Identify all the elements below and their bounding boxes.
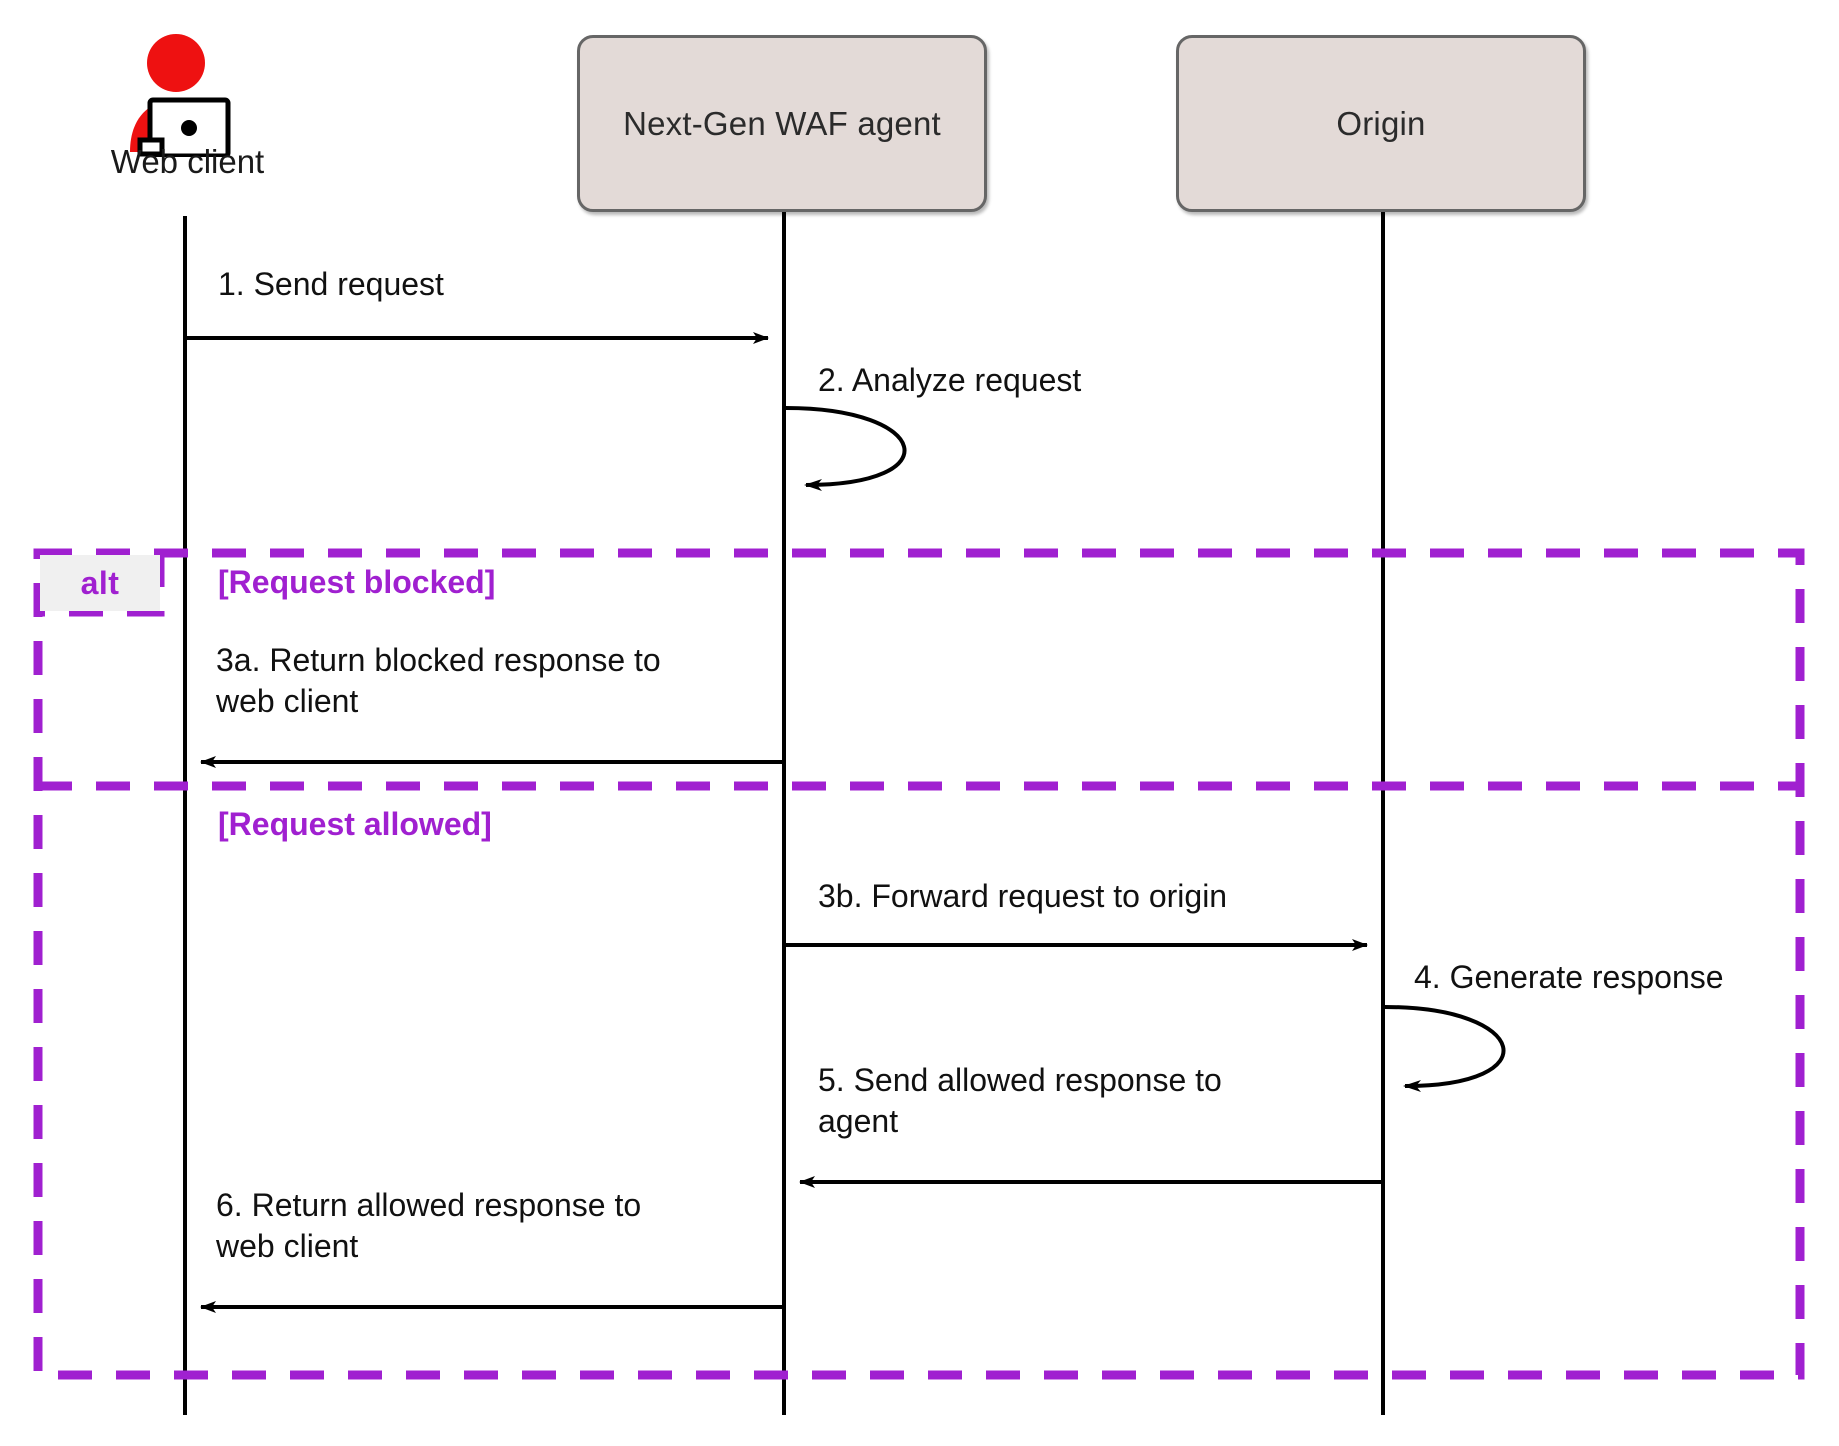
- message-arrow-2-self-loop: [785, 406, 907, 491]
- person-with-laptop-icon: [130, 34, 231, 157]
- alt-operator-label: alt: [80, 564, 120, 601]
- alt-fragment-outline: [33, 548, 1805, 1380]
- participant-label-waf-agent: Next-Gen WAF agent: [623, 104, 941, 142]
- message-label-5-line2: agent: [818, 1102, 899, 1139]
- message-label-3a-line1: 3a. Return blocked response to: [216, 642, 661, 678]
- message-label-1: 1. Send request: [218, 266, 444, 302]
- message-label-2: 2. Analyze request: [818, 362, 1082, 398]
- participant-label-web-client: Web client: [110, 143, 265, 180]
- message-label-3a: 3a. Return blocked response to web clien…: [216, 640, 746, 722]
- alt-operator-tag: alt: [40, 555, 160, 611]
- message-label-6-line1: 6. Return allowed response to: [216, 1187, 642, 1223]
- alt-guard-request-allowed: [Request allowed]: [218, 806, 492, 842]
- lifelines: [183, 212, 1385, 1415]
- message-label-5: 5. Send allowed response to agent: [818, 1060, 1338, 1142]
- message-label-3a-line2: web client: [216, 682, 359, 719]
- alt-guard-request-blocked: [Request blocked]: [218, 564, 496, 600]
- message-label-6-line2: web client: [216, 1227, 359, 1264]
- message-arrow-4-self-loop: [1384, 1005, 1506, 1092]
- message-label-3b: 3b. Forward request to origin: [818, 878, 1228, 914]
- message-label-5-line1: 5. Send allowed response to: [818, 1062, 1222, 1098]
- participant-waf-agent[interactable]: Next-Gen WAF agent: [577, 35, 987, 212]
- participant-label-origin: Origin: [1336, 104, 1426, 142]
- message-label-6: 6. Return allowed response to web client: [216, 1185, 756, 1267]
- participant-origin[interactable]: Origin: [1176, 35, 1586, 212]
- message-label-4: 4. Generate response: [1414, 959, 1724, 995]
